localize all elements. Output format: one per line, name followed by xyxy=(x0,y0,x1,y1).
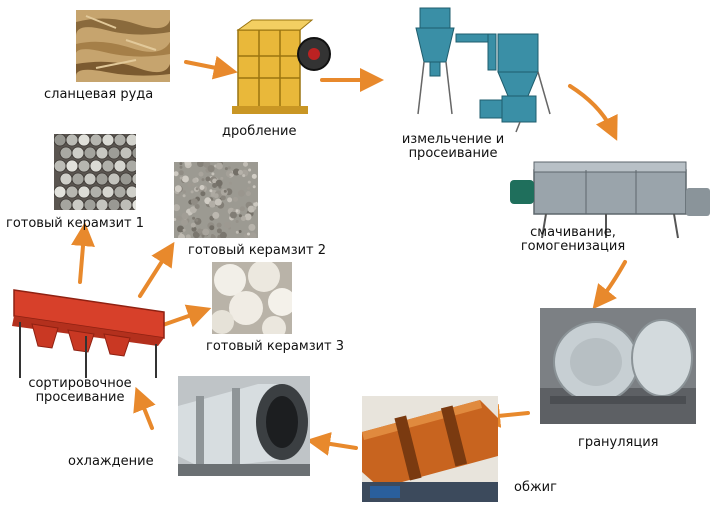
label-grinding-line2: просеивание xyxy=(408,146,498,161)
gravel-image xyxy=(174,162,258,238)
arrow-mixer-to-granulator xyxy=(592,260,627,310)
arrow-mill-to-mixer xyxy=(568,84,618,141)
label-product1: готовый керамзит 1 xyxy=(6,216,145,231)
cooler-image xyxy=(178,376,310,476)
jaw-crusher-image xyxy=(232,19,331,114)
rotary-kiln-image xyxy=(362,396,498,502)
granulator-image xyxy=(540,308,696,424)
label-wetting: смачивание, гомогенизация xyxy=(498,226,648,254)
label-grinding-line1: измельчение и xyxy=(401,132,505,147)
label-grinding: измельчение и просеивание xyxy=(378,133,528,161)
label-product3: готовый керамзит 3 xyxy=(206,339,345,354)
clay-balls-image xyxy=(54,134,136,210)
label-product2: готовый керамзит 2 xyxy=(188,243,327,258)
label-granulation: грануляция xyxy=(578,435,659,450)
grinding-mill-image xyxy=(415,7,551,133)
arrow-kiln-to-cooler xyxy=(306,432,358,456)
gravel-texture xyxy=(174,162,258,238)
arrow-sorter-to-product1 xyxy=(71,222,95,284)
arrow-sorter-to-product3 xyxy=(158,304,212,328)
mixer-image xyxy=(510,161,710,239)
label-wetting-line2: гомогенизация xyxy=(520,239,626,254)
label-sorting-line1: сортировочное xyxy=(28,376,132,391)
sorting-screen-image xyxy=(12,289,165,378)
arrow-sorter-to-product2 xyxy=(138,241,175,298)
label-firing: обжиг xyxy=(514,480,557,495)
shale-ore-image xyxy=(76,10,170,82)
label-crushing: дробление xyxy=(222,124,297,139)
arrow-shale-to-crusher xyxy=(184,55,238,80)
label-sorting-line2: просеивание xyxy=(35,390,125,405)
arrow-cooler-to-sorter xyxy=(133,386,156,430)
clay-balls xyxy=(54,134,136,210)
label-sorting: сортировочное просеивание xyxy=(20,377,140,405)
white-balls-image xyxy=(212,262,292,334)
label-shale: сланцевая руда xyxy=(44,87,154,102)
label-cooling: охлаждение xyxy=(68,454,154,469)
label-wetting-line1: смачивание, xyxy=(530,225,616,240)
